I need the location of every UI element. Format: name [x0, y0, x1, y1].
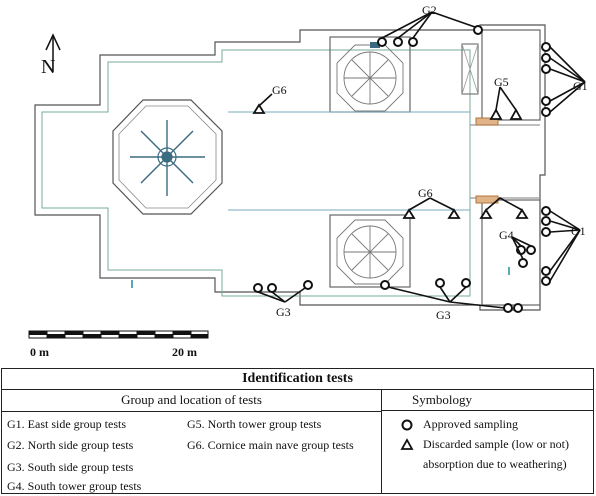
g1-top-samples: [541, 42, 551, 117]
north-tower-rose: [336, 44, 404, 112]
label-g1-top: G1: [573, 79, 588, 93]
g6-center-samples: [402, 208, 529, 219]
group-g4: G4. South tower group tests: [7, 479, 142, 493]
label-g5: G5: [494, 75, 509, 89]
group-g2: G2. North side group tests: [7, 438, 134, 452]
svg-text:N: N: [41, 56, 55, 78]
group-g3: G3. South side group tests: [7, 460, 134, 474]
label-g2: G2: [422, 3, 437, 17]
group-g6: G6. Cornice main nave group tests: [187, 438, 354, 452]
label-g6-center: G6: [418, 186, 433, 200]
label-g6-left: G6: [272, 83, 287, 97]
symbol-discarded-label-2: absorption due to weathering): [423, 457, 567, 471]
group-g5: G5. North tower group tests: [187, 417, 322, 431]
church-floor-plan: N: [28, 11, 586, 339]
identification-tests-legend: Identification tests Group and location …: [1, 368, 594, 494]
g4-samples: [503, 245, 536, 313]
groups-header: Group and location of tests: [2, 389, 381, 412]
approved-sample-icon: [401, 419, 413, 431]
label-g3-right: G3: [436, 308, 451, 322]
symbol-discarded-label-1: Discarded sample (low or not): [423, 437, 569, 451]
g2-samples: [377, 25, 483, 47]
g3-left-samples: [253, 280, 313, 293]
south-tower-rose: [336, 219, 404, 285]
plan-outer-walls: [34, 24, 546, 311]
south-tower: [329, 214, 411, 288]
legend-title: Identification tests: [2, 369, 593, 390]
discarded-sample-icon: [400, 438, 414, 450]
g5-samples: [489, 108, 523, 120]
label-g3-left: G3: [276, 305, 291, 319]
g6-left-sample: [252, 103, 266, 114]
scale-bar: [28, 330, 209, 339]
north-arrow: N: [41, 33, 61, 78]
octagonal-dome: [112, 99, 223, 215]
symbology-header: Symbology: [382, 389, 593, 411]
g1-bottom-samples: [541, 206, 551, 286]
label-g1-bottom: G1: [571, 224, 586, 238]
scale-start-label: 0 m: [30, 345, 49, 359]
scale-end-label: 20 m: [172, 345, 197, 359]
label-g4: G4: [499, 228, 514, 242]
group-g1: G1. East side group tests: [7, 417, 126, 431]
legend-divider: [381, 389, 382, 493]
symbol-approved-label: Approved sampling: [423, 417, 518, 431]
